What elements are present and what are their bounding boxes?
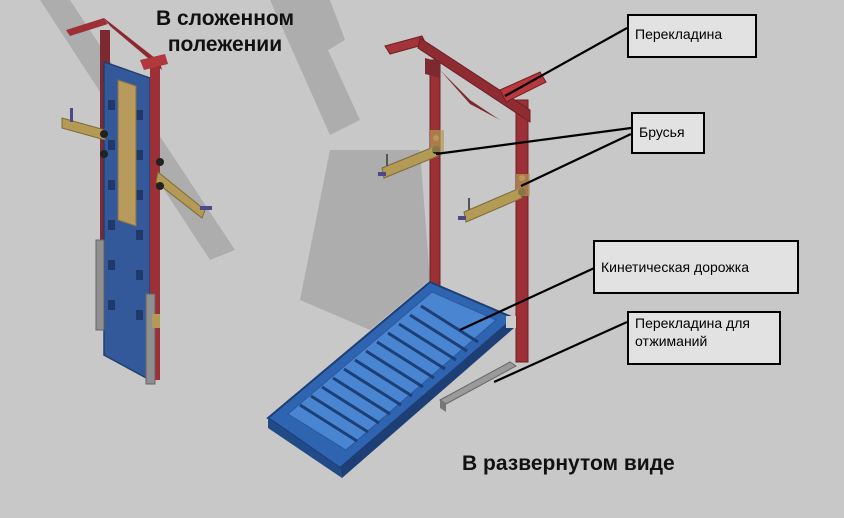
unfolded-unit: [266, 35, 547, 478]
unfolded-treadmill-belt: [287, 291, 497, 451]
leader-bars-lower: [520, 133, 632, 187]
folded-upright-front: [150, 60, 160, 380]
unfolded-treadmill-slats: [299, 304, 479, 443]
unfolded-pushup-bar: [439, 361, 517, 405]
caption-unfolded: В развернутом виде: [462, 452, 675, 475]
unfolded-treadmill-side: [268, 418, 342, 478]
folded-dip-bar-left: [61, 117, 106, 141]
folded-crossbar-top: [140, 54, 168, 70]
caption-folded: В сложенном полежении: [155, 7, 295, 56]
folded-wood-plank: [117, 79, 137, 227]
label-bars: Брусья: [631, 112, 705, 154]
leader-lines: [435, 27, 632, 384]
unfolded-dip-bar-lower: [463, 187, 523, 223]
unfolded-upright-left: [429, 59, 441, 291]
leader-treadmill: [459, 263, 604, 331]
label-pushup-bar: Перекладина для отжиманий: [627, 311, 781, 365]
leader-crossbar: [504, 27, 628, 97]
folded-foot-left: [95, 239, 105, 331]
folded-dip-bar-right: [155, 171, 206, 219]
leader-bars-upper: [435, 126, 632, 156]
label-treadmill: Кинетическая дорожка: [593, 240, 799, 294]
folded-panel-slots: [108, 100, 143, 320]
label-crossbar: Перекладина: [627, 14, 757, 58]
folded-unit: [61, 18, 212, 385]
leader-pushup: [493, 320, 628, 384]
unfolded-upright-right: [515, 99, 529, 363]
unfolded-crossbar-beam: [417, 37, 531, 123]
unfolded-treadmill-end: [340, 318, 514, 478]
folded-crossbar: [66, 18, 108, 36]
folded-crossbar-arm: [104, 18, 162, 70]
folded-foot-right: [145, 293, 156, 385]
